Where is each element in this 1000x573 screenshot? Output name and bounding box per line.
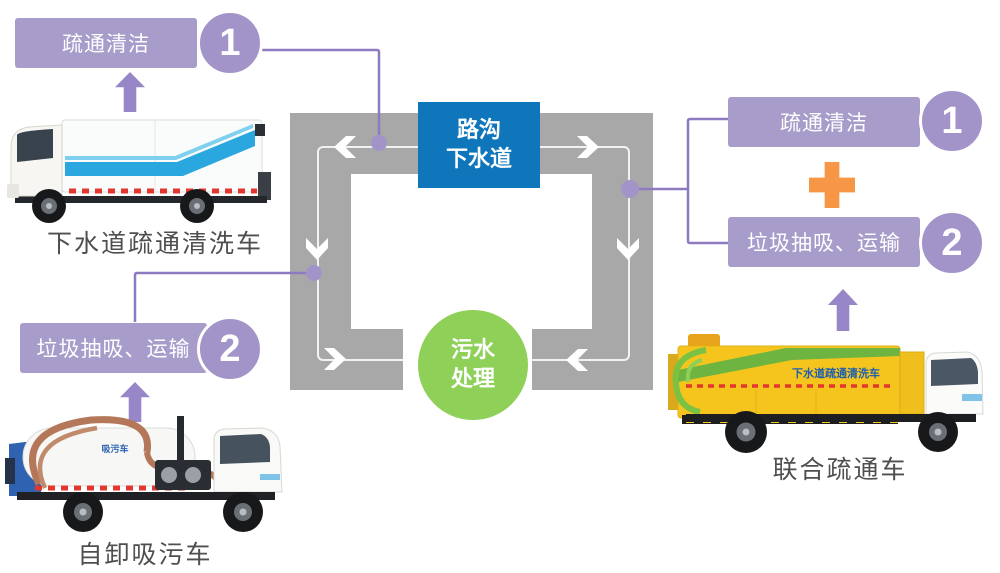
- caption-sewer-cleaner: 下水道疏通清洗车: [46, 230, 263, 258]
- connector-right-bracket: [686, 117, 728, 245]
- truck3-body-text: 下水道疏通清洗车: [792, 366, 880, 380]
- road-dot-left: [306, 265, 322, 281]
- node-road-sewer: 路沟 下水道: [418, 102, 540, 188]
- step-label-text: 垃圾抽吸、运输: [36, 338, 191, 361]
- step-number-badge-1-right: 1: [919, 88, 985, 154]
- chevron-bottom-right-icon: [322, 346, 348, 372]
- step-label-dredge-clean-left: 疏通清洁: [15, 18, 197, 68]
- chevron-down-right-icon: [615, 236, 641, 262]
- chevron-bottom-left-icon: [564, 347, 590, 373]
- truck3-green-hose: [672, 347, 707, 415]
- node-road-sewer-line1: 路沟: [456, 117, 501, 143]
- connector-step1-left: [261, 48, 381, 135]
- truck3-equipment: [899, 351, 925, 415]
- step-label-dredge-clean-right: 疏通清洁: [728, 97, 920, 147]
- caption-suction-truck: 自卸吸污车: [77, 541, 213, 569]
- truck2-tank-text: 吸污车: [101, 443, 128, 454]
- caption-combined-truck: 联合疏通车: [772, 456, 908, 484]
- truck1-window: [17, 129, 53, 162]
- truck-suction-illustration: 吸污车: [5, 416, 283, 532]
- truck2-window: [220, 434, 270, 464]
- truck-sewer-cleaner-illustration: [7, 119, 271, 223]
- connector-step2-left: [133, 271, 306, 322]
- truck1-stripe-blue: [65, 130, 255, 176]
- node-sewage-treatment-line1: 污水: [450, 337, 495, 363]
- step-number-badge-2-left: 2: [197, 316, 263, 382]
- truck-combined-illustration: 下水道疏通清洗车: [668, 334, 984, 453]
- truck1-rear-unit: [258, 172, 271, 200]
- truck2-tank: [22, 427, 196, 487]
- step-number-badge-1-left: 1: [197, 10, 263, 76]
- road-dot-top: [371, 135, 387, 151]
- node-road-sewer-line2: 下水道: [445, 146, 512, 171]
- chevron-left-icon: [332, 134, 358, 160]
- step-number-text: 1: [941, 99, 963, 142]
- step-number-badge-2-right: 2: [919, 210, 985, 276]
- step-number-text: 2: [941, 221, 963, 264]
- step-label-suction-transport-left: 垃圾抽吸、运输: [20, 323, 207, 373]
- truck1-stripe-light: [65, 124, 253, 160]
- step-label-text: 疏通清洁: [780, 112, 868, 135]
- step-number-text: 1: [219, 21, 241, 64]
- step-label-text: 疏通清洁: [62, 33, 150, 56]
- node-sewage-treatment-line2: 处理: [450, 366, 495, 391]
- node-sewage-treatment: 污水 处理: [418, 310, 528, 420]
- truck3-window: [931, 358, 978, 386]
- truck3-green-band: [678, 348, 900, 382]
- step-number-text: 2: [219, 327, 241, 370]
- chevron-down-left-icon: [304, 236, 330, 262]
- step-label-text: 垃圾抽吸、运输: [747, 232, 901, 255]
- road-dot-right: [621, 180, 639, 198]
- chevron-right-icon: [575, 134, 601, 160]
- step-label-suction-transport-right: 垃圾抽吸、运输: [728, 217, 920, 267]
- truck2-hose: [29, 416, 152, 486]
